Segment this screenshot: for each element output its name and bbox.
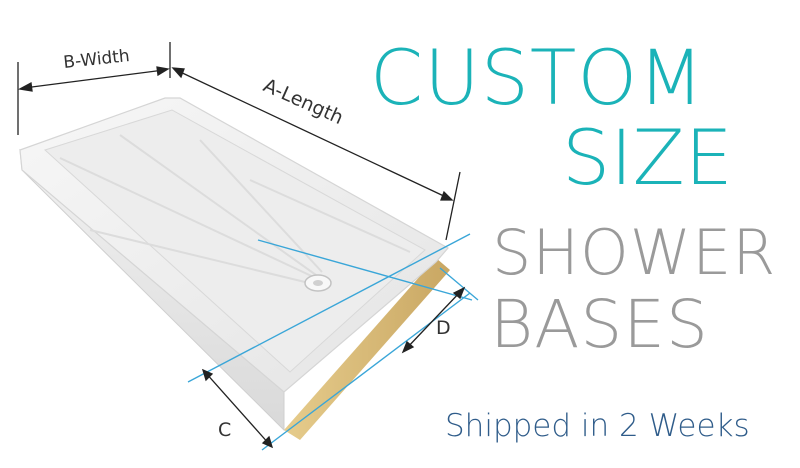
label-c: C [218,419,231,441]
dimension-b-width [17,42,171,135]
base-wood-edge [284,258,450,440]
headline-custom: CUSTOM [370,33,705,122]
dimension-d [401,286,466,354]
label-d: D [436,317,451,339]
dimension-c [201,368,274,449]
headline-shower: SHOWER [492,216,777,289]
headline-size: SIZE [562,113,733,202]
label-b-width: B-Width [62,46,130,73]
label-a-length: A-Length [260,74,347,129]
drain-center [313,280,323,286]
pan-texture-lines [59,134,411,283]
headline-bases: BASES [490,286,709,363]
shipping-tagline: Shipped in 2 Weeks [445,408,750,444]
dimension-a-length [171,67,461,241]
center-guide-lines [187,233,479,451]
